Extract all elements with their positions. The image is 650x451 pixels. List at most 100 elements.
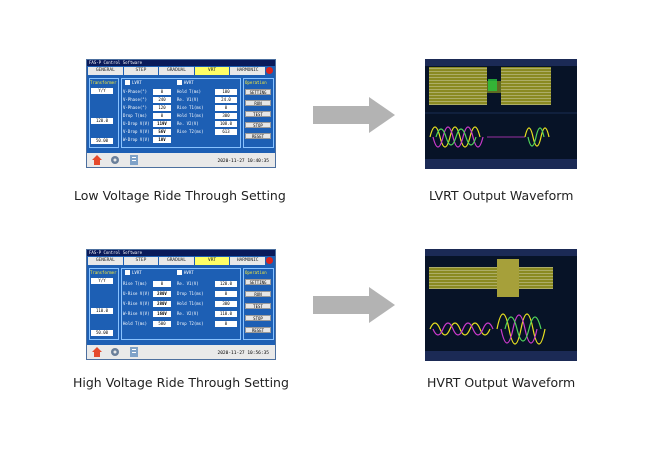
tab-bar: GENERAL STEP GRADUAL VRT HARMONIC — [88, 257, 265, 265]
field-value[interactable]: 10V — [153, 137, 171, 143]
left-value-1[interactable]: 110.0 — [91, 308, 113, 314]
stop-button[interactable]: STOP — [245, 315, 271, 321]
field-value[interactable]: 500 — [153, 321, 171, 327]
field-value[interactable]: 300 — [215, 113, 237, 119]
setting-button[interactable]: SETTING — [245, 279, 271, 285]
lvrt-waveform-graphic — [425, 59, 577, 169]
field-value[interactable]: 119V — [153, 121, 171, 127]
field-value[interactable]: 240 — [153, 97, 171, 103]
close-icon[interactable] — [266, 257, 273, 264]
field-label: Re. V2(V) — [177, 121, 199, 126]
lvrt-setting-caption: Low Voltage Ride Through Setting — [74, 188, 286, 203]
lvrt-label: LVRT — [132, 270, 142, 275]
field-label: Hold T1(ms) — [177, 113, 204, 118]
field-value[interactable]: 300 — [215, 301, 237, 307]
transformer-combo[interactable]: Y/Y — [91, 88, 113, 94]
right-arrow-icon — [313, 287, 395, 323]
field-label: Rise T(ms) — [123, 281, 148, 286]
operation-label: Operation — [245, 80, 267, 85]
run-button[interactable]: RUN — [245, 100, 271, 106]
tab-gradual[interactable]: GRADUAL — [159, 67, 194, 75]
transformer-combo[interactable]: Y/Y — [91, 278, 113, 284]
tab-step[interactable]: STEP — [123, 257, 159, 265]
lvrt-waveform-caption: LVRT Output Waveform — [429, 188, 574, 203]
settings-gear-icon[interactable] — [109, 155, 121, 165]
tab-harmonic[interactable]: HARMONIC — [230, 257, 265, 265]
hvrt-label: HVRT — [184, 270, 194, 275]
field-label: Hold T(ms) — [177, 89, 202, 94]
field-label: Drop T1(ms) — [177, 291, 204, 296]
close-icon[interactable] — [266, 67, 273, 74]
tab-bar: GENERAL STEP GRADUAL VRT HARMONIC — [88, 67, 265, 75]
field-value[interactable]: 0 — [153, 281, 171, 287]
field-label: Rise T1(ms) — [177, 105, 204, 110]
field-value[interactable]: 160V — [153, 311, 171, 317]
timestamp: 2020-11-27 10:56:35 — [217, 351, 269, 356]
home-icon[interactable] — [92, 347, 102, 357]
field-value[interactable]: 0 — [153, 89, 171, 95]
tab-harmonic[interactable]: HARMONIC — [230, 67, 265, 75]
transformer-label: Transformer — [90, 80, 117, 85]
field-label: Hold T1(ms) — [177, 301, 204, 306]
tab-general[interactable]: GENERAL — [88, 67, 123, 75]
field-value[interactable]: 120.0 — [215, 281, 237, 287]
settings-gear-icon[interactable] — [109, 347, 121, 357]
operation-box — [243, 78, 274, 148]
tab-general[interactable]: GENERAL — [88, 257, 123, 265]
lvrt-checkbox[interactable] — [125, 80, 130, 85]
field-label: V-Rise V(V) — [123, 301, 150, 306]
field-value[interactable]: 120 — [153, 105, 171, 111]
document-icon[interactable] — [129, 347, 139, 357]
setting-button[interactable]: SETTING — [245, 89, 271, 95]
status-bar: 2020-11-27 10:56:35 — [87, 345, 275, 359]
field-label: Drop T(ms) — [123, 113, 148, 118]
field-label: W-Drop V(V) — [123, 137, 150, 142]
field-label: Re. V2(V) — [177, 311, 199, 316]
field-label: Re. V1(V) — [177, 281, 199, 286]
field-value[interactable]: 280V — [153, 291, 171, 297]
field-label: Re. V1(V) — [177, 97, 199, 102]
test-button[interactable]: TEST — [245, 303, 271, 309]
left-value-2[interactable]: 50.00 — [91, 138, 113, 144]
field-label: Hold T(ms) — [123, 321, 148, 326]
reset-button[interactable]: RESET — [245, 133, 271, 139]
field-value[interactable]: 0 — [153, 113, 171, 119]
field-label: V-Phase(°) — [123, 97, 148, 102]
document-icon[interactable] — [129, 155, 139, 165]
left-value-2[interactable]: 50.00 — [91, 330, 113, 336]
field-value[interactable]: 0 — [215, 291, 237, 297]
field-label: V-Phase(°) — [123, 105, 148, 110]
field-value[interactable]: 56V — [153, 129, 171, 135]
tab-step[interactable]: STEP — [123, 67, 159, 75]
left-value-1[interactable]: 120.0 — [91, 118, 113, 124]
tab-gradual[interactable]: GRADUAL — [159, 257, 194, 265]
stop-button[interactable]: STOP — [245, 122, 271, 128]
field-value[interactable]: 110.0 — [215, 311, 237, 317]
tab-vrt[interactable]: VRT — [194, 257, 230, 265]
hvrt-checkbox[interactable] — [177, 80, 182, 85]
field-value[interactable]: 108.0 — [215, 121, 237, 127]
test-button[interactable]: TEST — [245, 111, 271, 117]
operation-label: Operation — [245, 270, 267, 275]
field-label: Drop T2(ms) — [177, 321, 204, 326]
hvrt-checkbox[interactable] — [177, 270, 182, 275]
field-value[interactable]: 24.0 — [215, 97, 237, 103]
parameters-box — [121, 268, 241, 340]
lvrt-setting-panel: FAS-P Control Software GENERAL STEP GRAD… — [86, 59, 276, 168]
field-value[interactable]: 0 — [215, 105, 237, 111]
field-value[interactable]: 613 — [215, 129, 237, 135]
field-value[interactable]: 280V — [153, 301, 171, 307]
transformer-label: Transformer — [90, 270, 117, 275]
hvrt-setting-caption: High Voltage Ride Through Setting — [73, 375, 289, 390]
field-label: Rise T2(ms) — [177, 129, 204, 134]
field-value[interactable]: 100 — [215, 89, 237, 95]
run-button[interactable]: RUN — [245, 291, 271, 297]
reset-button[interactable]: RESET — [245, 327, 271, 333]
hvrt-label: HVRT — [184, 80, 194, 85]
operation-box — [243, 268, 274, 340]
lvrt-checkbox[interactable] — [125, 270, 130, 275]
timestamp: 2020-11-27 10:40:35 — [217, 159, 269, 164]
home-icon[interactable] — [92, 155, 102, 165]
tab-vrt[interactable]: VRT — [194, 67, 230, 75]
field-value[interactable]: 0 — [215, 321, 237, 327]
